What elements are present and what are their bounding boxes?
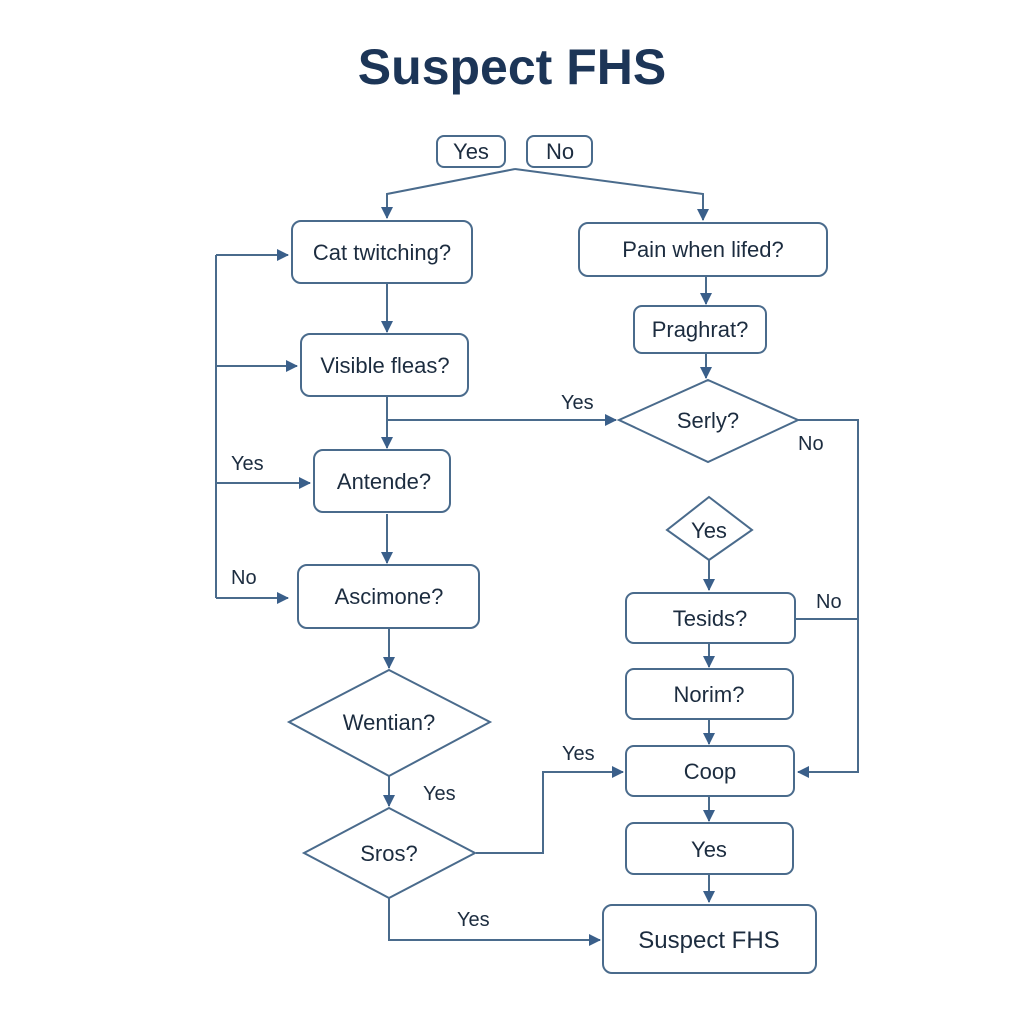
- norim-node: Norim?: [625, 668, 794, 720]
- edge-label-sros-to-coop: Yes: [562, 743, 595, 765]
- top-yes-label: Yes: [453, 139, 489, 164]
- edge-label-left-yes: Yes: [231, 453, 264, 475]
- suspect-fhs-label: Suspect FHS: [638, 927, 779, 954]
- coop-label: Coop: [684, 759, 737, 784]
- edge-label-wentian-yes: Yes: [423, 783, 456, 805]
- sros-label: Sros?: [360, 841, 417, 866]
- visible-fleas-label: Visible fleas?: [320, 353, 449, 378]
- pain-when-lifted-node: Pain when lifed?: [578, 222, 828, 277]
- serly-label: Serly?: [677, 408, 739, 433]
- wentian-label: Wentian?: [343, 710, 436, 735]
- yes-decision: Yes: [665, 495, 754, 562]
- antende-node: Antende?: [313, 449, 451, 513]
- praghrat-label: Praghrat?: [652, 317, 749, 342]
- edge-label-sros-to-suspect: Yes: [457, 909, 490, 931]
- pain-when-lifted-label: Pain when lifed?: [622, 237, 783, 262]
- connectors: [215, 168, 859, 946]
- yes-decision-label: Yes: [691, 518, 727, 543]
- ascimone-node: Ascimone?: [297, 564, 480, 629]
- yes-box-node: Yes: [625, 822, 794, 875]
- tesids-node: Tesids?: [625, 592, 796, 644]
- connector-serly-no-loop: [797, 419, 859, 778]
- connector-sros-to-suspect: [388, 898, 601, 946]
- top-no-label: No: [546, 139, 574, 164]
- top-yes-node: Yes: [436, 135, 506, 168]
- visible-fleas-node: Visible fleas?: [300, 333, 469, 397]
- serly-decision: Serly?: [616, 378, 801, 464]
- edge-label-tesids-no: No: [816, 591, 842, 613]
- ascimone-label: Ascimone?: [335, 584, 444, 609]
- norim-label: Norim?: [674, 682, 745, 707]
- edge-label-left-no: No: [231, 567, 257, 589]
- sros-decision: Sros?: [301, 806, 478, 900]
- praghrat-node: Praghrat?: [633, 305, 767, 354]
- connector-top-to-right: [514, 168, 709, 221]
- wentian-decision: Wentian?: [286, 668, 493, 778]
- cat-twitching-label: Cat twitching?: [313, 240, 451, 265]
- connector-top-to-left: [381, 168, 516, 219]
- suspect-fhs-node: Suspect FHS: [602, 904, 817, 974]
- edge-label-serly-no: No: [798, 433, 824, 455]
- tesids-label: Tesids?: [673, 606, 748, 631]
- top-no-node: No: [526, 135, 593, 168]
- page-title: Suspect FHS: [357, 39, 667, 95]
- yes-box-label: Yes: [691, 837, 727, 862]
- cat-twitching-node: Cat twitching?: [291, 220, 473, 284]
- edge-label-fleas-to-serly: Yes: [561, 392, 594, 414]
- antende-label: Antende?: [337, 469, 431, 494]
- connector-sros-to-coop: [476, 766, 624, 854]
- coop-node: Coop: [625, 745, 795, 797]
